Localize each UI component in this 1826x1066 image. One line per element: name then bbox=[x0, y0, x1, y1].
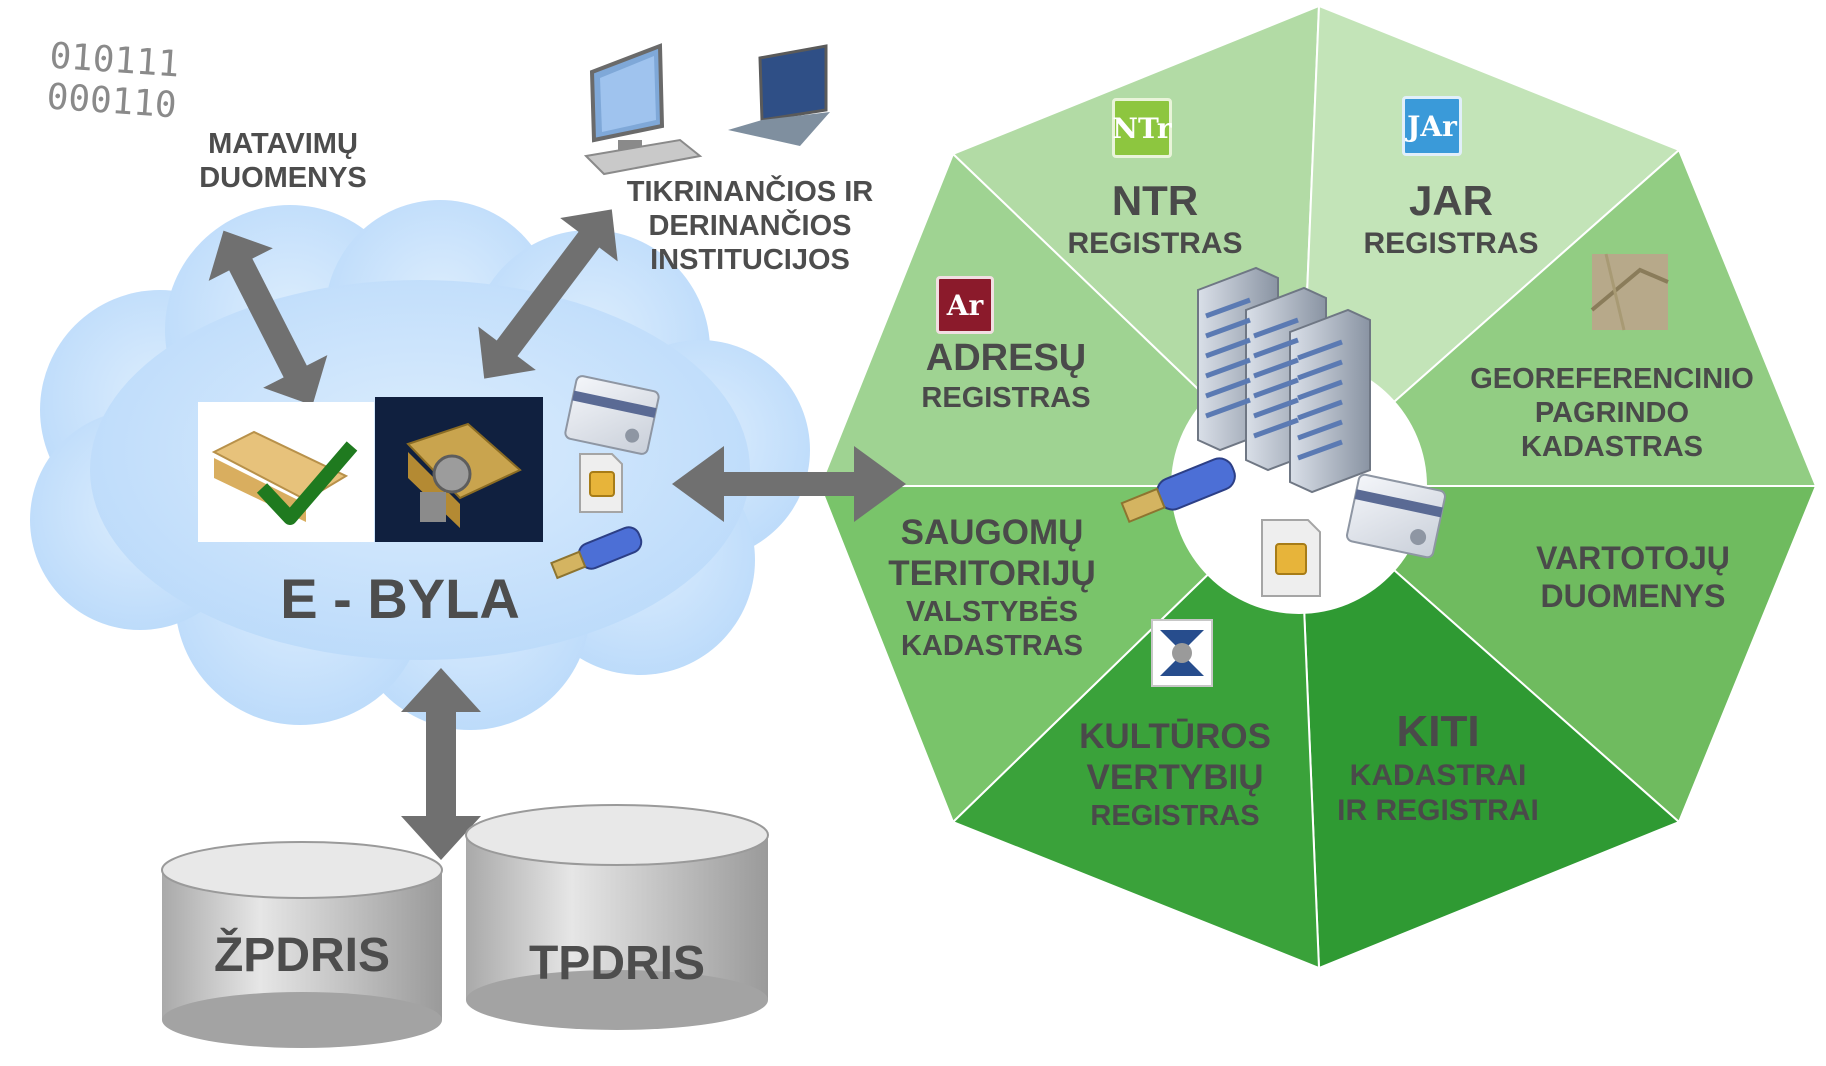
kulturos-line: VERTYBIŲ bbox=[1086, 758, 1264, 798]
map-thumbnail-icon bbox=[1590, 253, 1669, 331]
saugomu-label: SAUGOMŲ TERITORIJŲ VALSTYBĖS KADASTRAS bbox=[864, 512, 1120, 663]
folder-check-icon bbox=[198, 402, 374, 542]
geo-line: PAGRINDO bbox=[1534, 397, 1690, 430]
ntr-label: NTR REGISTRAS bbox=[1050, 176, 1260, 261]
institutions-line: INSTITUCIJOS bbox=[650, 244, 850, 277]
vartotoju-label: VARTOTOJŲ DUOMENYS bbox=[1508, 540, 1758, 616]
geo-line: KADASTRAS bbox=[1520, 431, 1704, 464]
institutions-label: TIKRINANČIOS IR DERINANČIOS INSTITUCIJOS bbox=[600, 175, 900, 278]
measurements-label: MATAVIMŲ DUOMENYS bbox=[168, 127, 398, 195]
saugomu-line: KADASTRAS bbox=[900, 629, 1084, 662]
database-zpdris bbox=[161, 841, 443, 1048]
arrow-measurements bbox=[208, 230, 328, 406]
kiti-line: IR REGISTRAI bbox=[1337, 794, 1539, 828]
wedge-adresu bbox=[818, 152, 1302, 487]
arrow-cloud-wheel bbox=[672, 446, 906, 522]
kulturos-line: REGISTRAS bbox=[1090, 799, 1260, 832]
saugomu-line: SAUGOMŲ bbox=[900, 513, 1084, 552]
database-zpdris-label: ŽPDRIS bbox=[213, 929, 390, 982]
folder-lock-icon bbox=[375, 397, 543, 542]
ntr-title: NTR bbox=[1111, 177, 1199, 224]
registers-wheel bbox=[818, 4, 1818, 970]
georeferencinio-label: GEOREFERENCINIO PAGRINDO KADASTRAS bbox=[1450, 362, 1774, 465]
kiti-label: KITI KADASTRAI IR REGISTRAI bbox=[1310, 706, 1566, 829]
bank-card-icon-wheel bbox=[1346, 473, 1446, 559]
saugomu-line: TERITORIJŲ bbox=[888, 554, 1096, 594]
sim-card-icon-wheel bbox=[1261, 519, 1321, 597]
geo-line: GEOREFERENCINIO bbox=[1470, 363, 1754, 395]
ntr-subtitle: REGISTRAS bbox=[1067, 226, 1243, 260]
ntr-logo-icon: NTr bbox=[1112, 98, 1172, 158]
arrows bbox=[208, 209, 906, 860]
usb-key-icon-wheel bbox=[1120, 457, 1236, 524]
kiti-line: KADASTRAI bbox=[1349, 758, 1527, 792]
saugomu-line: VALSTYBĖS bbox=[906, 595, 1078, 628]
culture-registry-logo-icon bbox=[1151, 619, 1213, 687]
ebyla-title: E - BYLA bbox=[280, 567, 520, 630]
vartotoju-line: DUOMENYS bbox=[1540, 577, 1726, 614]
kiti-title: KITI bbox=[1396, 707, 1480, 756]
desktop-computer-icon bbox=[583, 43, 703, 176]
kulturos-line: KULTŪROS bbox=[1079, 717, 1271, 756]
jar-label: JAR REGISTRAS bbox=[1346, 176, 1556, 261]
institutions-line: TIKRINANČIOS IR bbox=[626, 176, 874, 208]
database-tpdris bbox=[465, 804, 769, 1030]
kulturos-label: KULTŪROS VERTYBIŲ REGISTRAS bbox=[1050, 716, 1300, 833]
server-icon bbox=[1197, 266, 1371, 494]
sim-card-icon-cloud bbox=[579, 453, 623, 513]
vartotoju-line: VARTOTOJŲ bbox=[1536, 540, 1730, 576]
arrow-cloud-databases bbox=[401, 668, 481, 860]
adresu-logo-icon: Ar bbox=[936, 276, 994, 334]
usb-key-icon-cloud bbox=[550, 526, 643, 580]
laptop-icon bbox=[728, 44, 830, 146]
database-tpdris-label: TPDRIS bbox=[528, 937, 705, 990]
jar-subtitle: REGISTRAS bbox=[1363, 226, 1539, 260]
bank-card-icon-cloud bbox=[564, 375, 660, 455]
jar-title: JAR bbox=[1408, 177, 1494, 224]
arrow-institutions bbox=[478, 209, 618, 379]
adresu-label: ADRESŲ REGISTRAS bbox=[896, 336, 1116, 415]
adresu-subtitle: REGISTRAS bbox=[921, 381, 1091, 414]
binary-data-icon: 010111 000110 bbox=[45, 36, 180, 128]
institutions-line: DERINANČIOS bbox=[648, 210, 852, 243]
jar-logo-icon: JAr bbox=[1402, 96, 1462, 156]
measurements-line: MATAVIMŲ bbox=[208, 128, 358, 160]
adresu-title: ADRESŲ bbox=[925, 337, 1087, 379]
measurements-line: DUOMENYS bbox=[199, 162, 367, 195]
